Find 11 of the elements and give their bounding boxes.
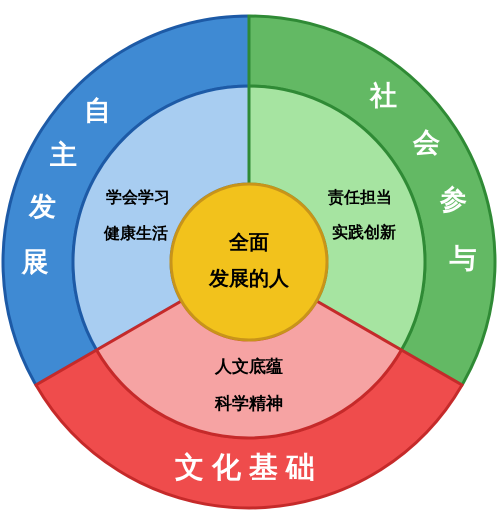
competency-label: 责任担当: [328, 188, 392, 206]
center-circle: [170, 182, 328, 342]
inner-ring-sector: [95, 300, 403, 440]
competency-label: 科学精神: [215, 394, 283, 414]
competency-label: 实践创新: [332, 222, 396, 242]
sector-title: 文化基础: [175, 450, 323, 484]
outer-ring-sector: [248, 14, 496, 386]
competency-label: 人文底蕴: [215, 357, 283, 377]
competency-label: 全面发展的人: [209, 230, 289, 290]
outer-ring-sector: [34, 348, 464, 510]
competency-label: 健康生活: [104, 224, 168, 242]
